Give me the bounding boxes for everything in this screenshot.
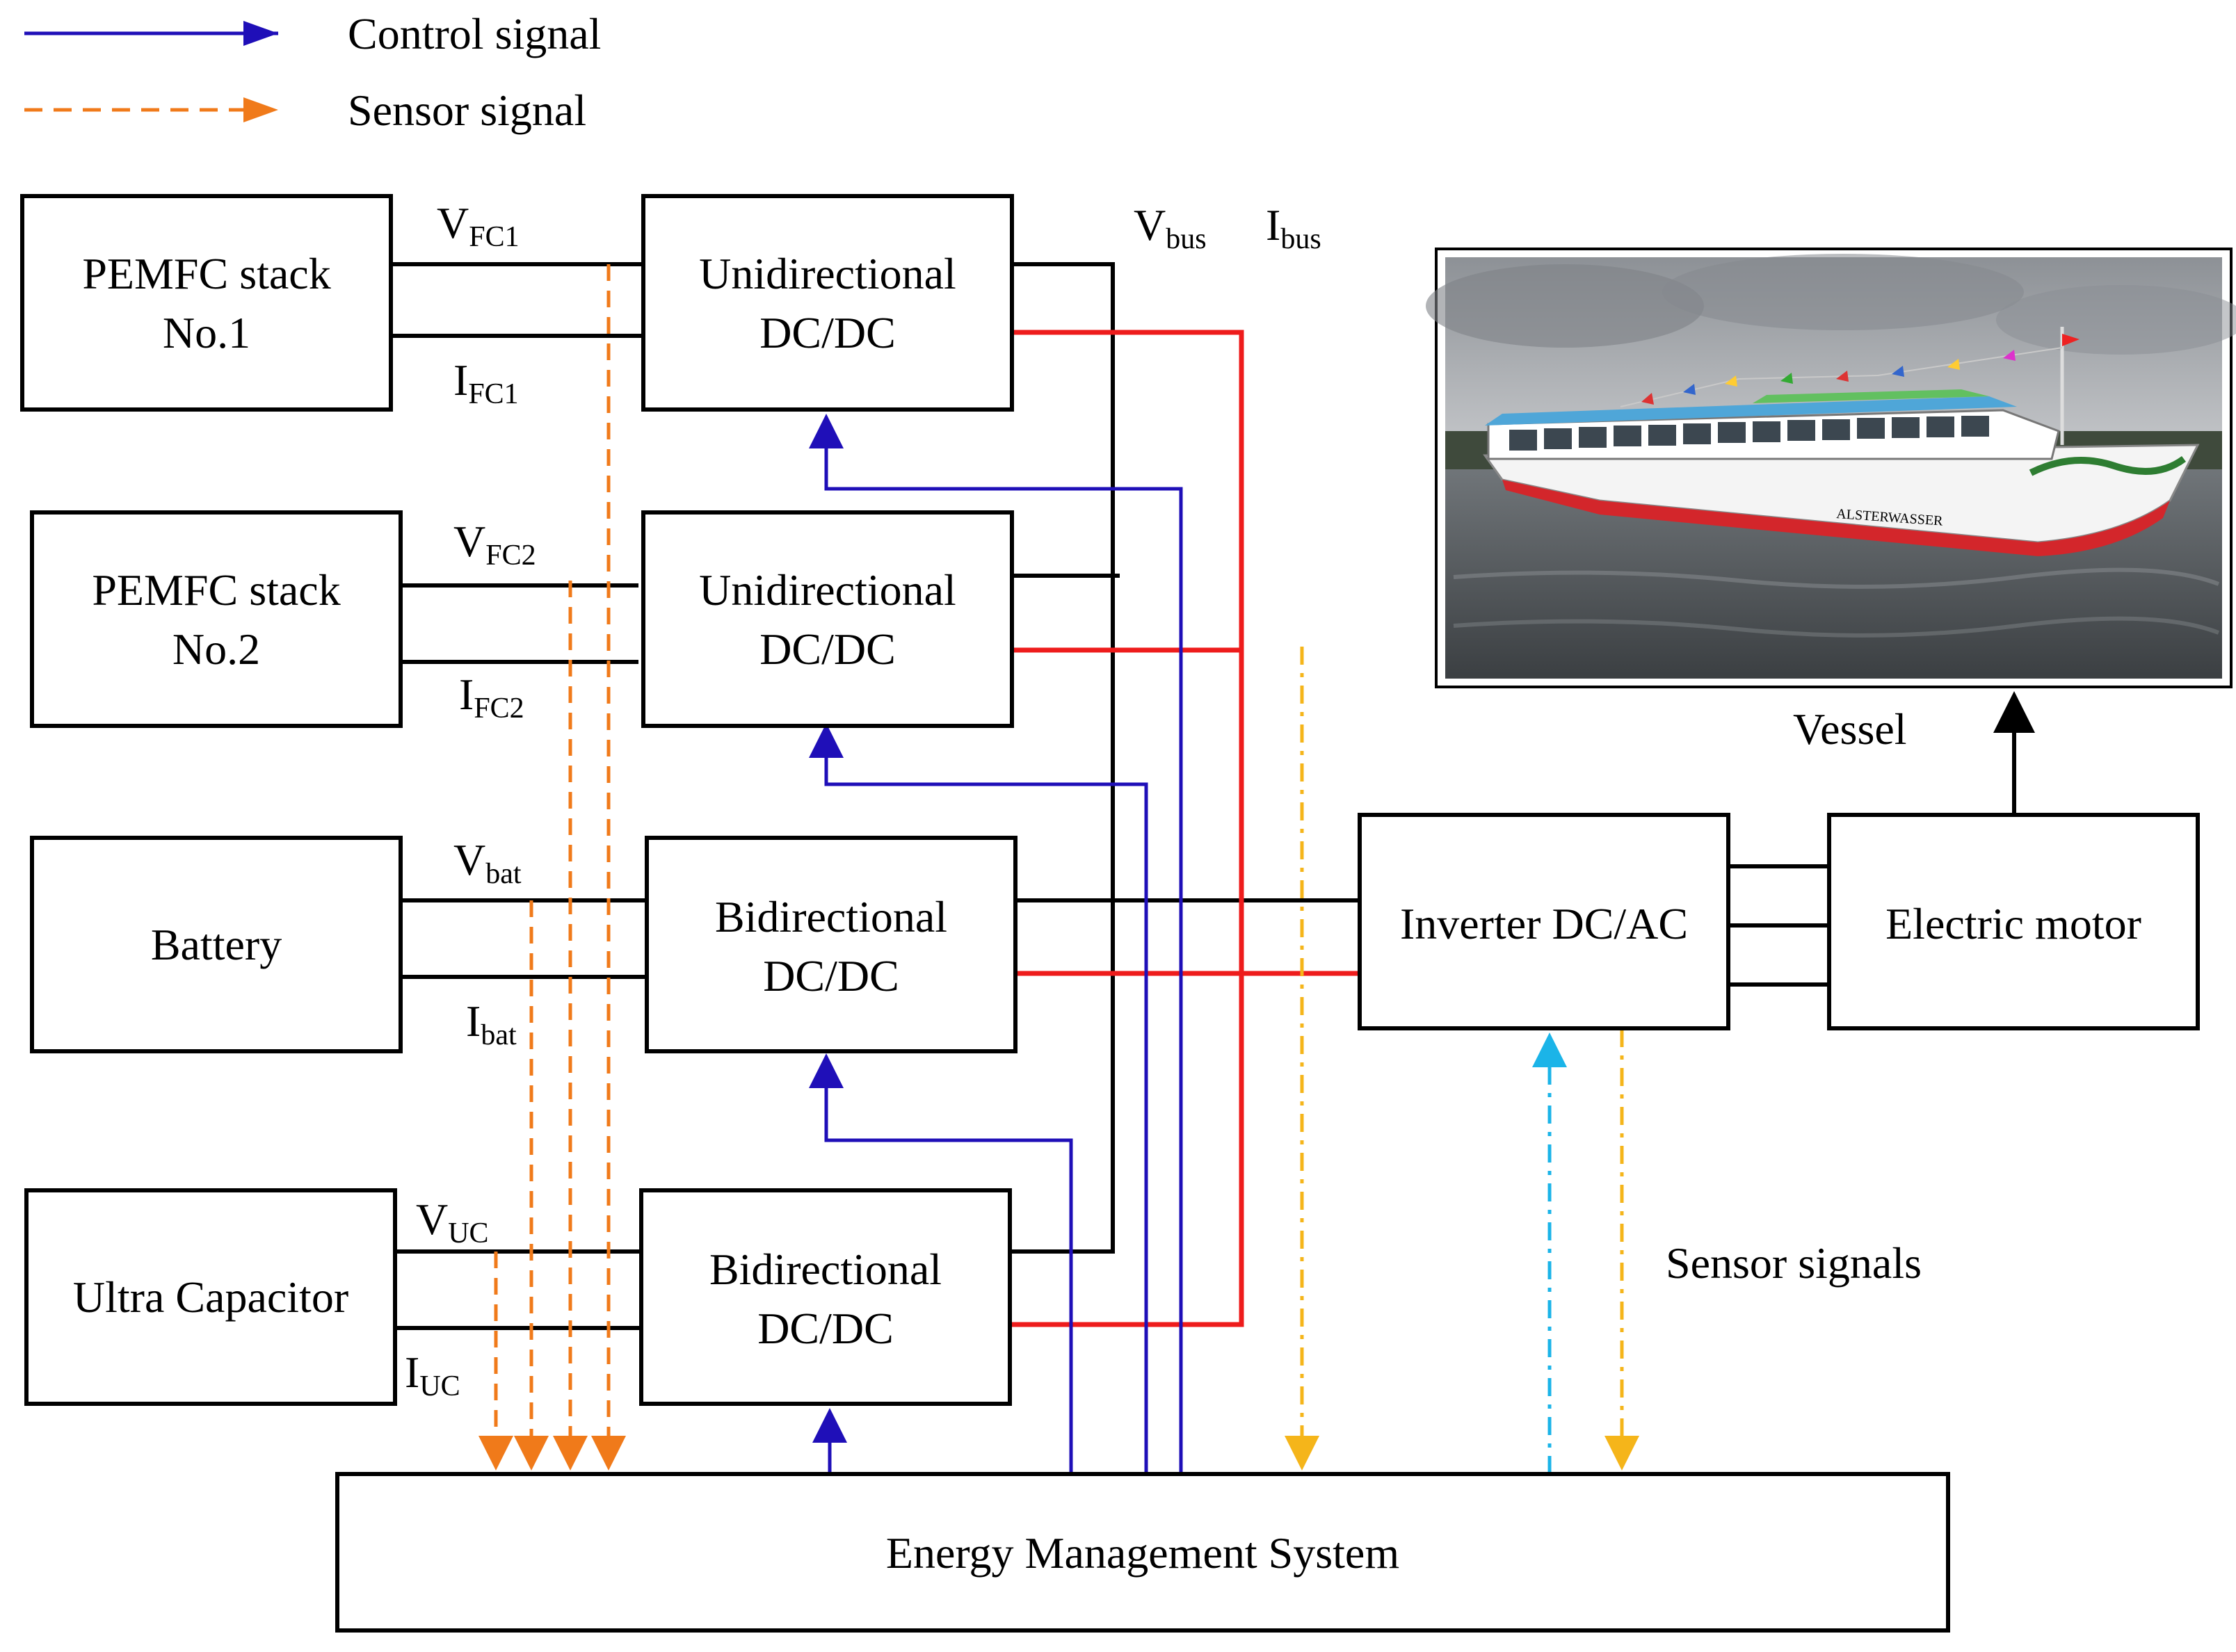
label-vbat: Vbat (453, 835, 522, 890)
power-wires (391, 262, 1829, 1330)
label-ibus: Ibus (1266, 200, 1321, 255)
bidirectional-converter-uc: Bidirectional DC/DC (639, 1188, 1012, 1406)
label-vfc2: VFC2 (453, 517, 536, 572)
label-vbus: Vbus (1134, 200, 1207, 255)
vessel-roof (1485, 396, 2017, 426)
legend-sensor-arrow-icon (243, 97, 278, 122)
pemfc-stack-1-line2: No.1 (163, 308, 250, 357)
electric-motor-block: Electric motor (1827, 813, 2200, 1030)
unidirectional-converter-2: Unidirectional DC/DC (641, 510, 1014, 728)
signal-labels: VFC1 IFC1 VFC2 IFC2 Vbat Ibat VUC IUC Vb… (405, 198, 1922, 1402)
bidirectional-converter-bat: Bidirectional DC/DC (645, 836, 1018, 1053)
control-line-conv3 (809, 1053, 1073, 1474)
vessel-garland (2029, 455, 2186, 476)
conv1-line2: DC/DC (759, 308, 896, 357)
ultra-capacitor-label: Ultra Capacitor (73, 1272, 348, 1322)
label-iuc: IUC (405, 1347, 460, 1402)
control-line-conv2 (809, 723, 1148, 1474)
pemfc-stack-2-line2: No.2 (172, 624, 260, 674)
battery-block: Battery (30, 836, 403, 1053)
pemfc-stack-2-line1: PEMFC stack (92, 565, 340, 615)
pemfc-stack-2: PEMFC stack No.2 (30, 510, 403, 728)
conv2-line1: Unidirectional (699, 565, 956, 615)
vessel-photo: ALSTERWASSER (1426, 248, 2236, 688)
conv3-line2: DC/DC (763, 951, 899, 1001)
sensor-lines-orange (478, 264, 626, 1471)
ems-label: Energy Management System (886, 1528, 1399, 1578)
pemfc-stack-1-line1: PEMFC stack (82, 249, 330, 298)
unidirectional-converter-1: Unidirectional DC/DC (641, 194, 1014, 412)
label-vfc1: VFC1 (437, 198, 520, 253)
ultra-capacitor-block: Ultra Capacitor (24, 1188, 397, 1406)
control-line-conv1 (809, 414, 1183, 1474)
vessel-flags-icon (1641, 334, 2080, 405)
legend: Control signal Sensor signal (24, 9, 601, 135)
label-ifc2: IFC2 (459, 670, 524, 724)
vessel-label: Vessel (1793, 704, 1907, 754)
control-lines (809, 414, 1183, 1474)
conv4-line2: DC/DC (757, 1304, 894, 1353)
voltage-bus (1012, 262, 1115, 1254)
conv4-line1: Bidirectional (709, 1245, 942, 1294)
legend-sensor-label: Sensor signal (348, 86, 586, 135)
current-bus (1012, 330, 1360, 1327)
vessel-windows (1509, 416, 1989, 451)
legend-control-arrow-icon (243, 21, 278, 46)
pemfc-stack-1: PEMFC stack No.1 (20, 194, 393, 412)
inverter-block: Inverter DC/AC (1358, 813, 1730, 1030)
conv2-line2: DC/DC (759, 624, 896, 674)
label-ifc1: IFC1 (453, 355, 519, 410)
sensor-signals-label: Sensor signals (1666, 1238, 1922, 1288)
conv3-line1: Bidirectional (715, 892, 947, 941)
electric-motor-label: Electric motor (1885, 899, 2141, 948)
sensor-lines-yellow (1285, 647, 1639, 1471)
current-bus-trunk (1012, 330, 1244, 1327)
legend-control-label: Control signal (348, 9, 601, 58)
inverter-label: Inverter DC/AC (1400, 899, 1688, 948)
conv1-line1: Unidirectional (699, 249, 956, 298)
label-vuc: VUC (416, 1195, 489, 1249)
battery-label: Battery (151, 920, 282, 969)
energy-management-system: Energy Management System (335, 1472, 1950, 1633)
label-ibat: Ibat (466, 996, 517, 1051)
